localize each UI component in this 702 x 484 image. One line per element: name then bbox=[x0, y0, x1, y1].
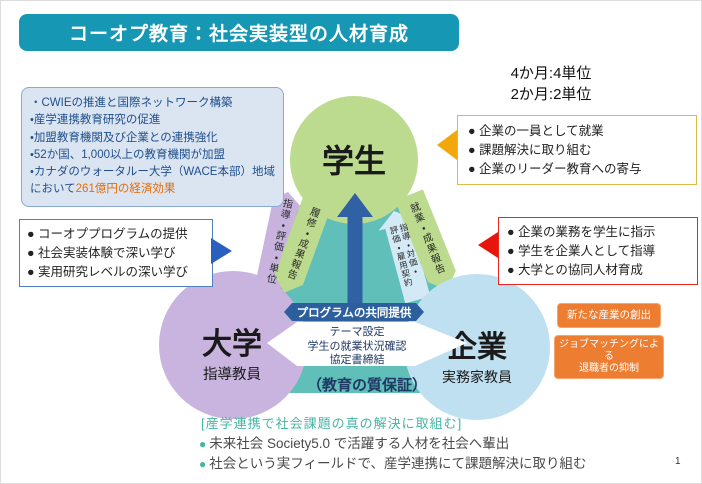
university-circle bbox=[159, 271, 307, 419]
university-offer-item: ● 社会実装体験で深い学び bbox=[27, 245, 176, 260]
credit-units-line2: 2か月:2単位 bbox=[510, 86, 592, 103]
page-title: コーオプ教育：社会実装型の人材育成 bbox=[19, 14, 459, 51]
credit-units-line1: 4か月:4単位 bbox=[510, 65, 592, 82]
economic-effect-highlight: 261億円の経済効果 bbox=[75, 183, 176, 196]
university-offer-item: ● 実用研究レベルの深い学び bbox=[27, 264, 189, 279]
cwie-info-box: ・CWIEの推進と国際ネットワーク構築 ・産学連携教育研究の促進 ・加盟教育機関… bbox=[21, 87, 284, 207]
university-offers-arrow-icon bbox=[211, 238, 232, 264]
credit-units: 4か月:4単位 2か月:2単位 bbox=[476, 63, 626, 105]
bullet-icon: ● bbox=[199, 457, 207, 471]
quality-label: （教育の質保証） bbox=[307, 376, 427, 394]
joint-program-pill bbox=[284, 303, 424, 321]
student-benefits-box: ● 企業の一員として就業 ● 課題解決に取り組む ● 企業のリーダー教育への寄与 bbox=[457, 115, 697, 186]
company-role-item: ● 企業の業務を学生に指示 bbox=[507, 225, 656, 239]
page-number: 1 bbox=[675, 456, 681, 467]
company-label: 企業 bbox=[447, 331, 507, 364]
ribbon-univ-to-student bbox=[254, 192, 305, 291]
joint-program-label: プログラムの共同提供 bbox=[297, 306, 412, 320]
student-benefit-item: ● 課題解決に取り組む bbox=[468, 142, 592, 157]
company-sublabel: 実務家教員 bbox=[442, 369, 512, 385]
info-line: ・カナダのウォータルー大学（WACE本部）地域において261億円の経済効果 bbox=[30, 166, 275, 196]
outcome-job-matching-line2: 退職者の抑制 bbox=[579, 363, 639, 374]
info-line: ・加盟教育機関及び企業との連携強化 bbox=[30, 131, 218, 144]
outcome-job-matching-line1: ジョブマッチングによる bbox=[559, 339, 659, 362]
agreement-band bbox=[267, 322, 467, 366]
agreement-line-1: テーマ設定 bbox=[330, 325, 385, 338]
student-benefit-item: ● 企業の一員として就業 bbox=[468, 124, 604, 138]
outcome-job-matching-box: ジョブマッチングによる 退職者の抑制 bbox=[554, 335, 664, 379]
university-label: 大学 bbox=[202, 327, 262, 361]
company-roles-arrow-icon bbox=[478, 232, 498, 258]
agreement-line-2: 学生の就業状況確認 bbox=[308, 339, 407, 353]
info-line: ・産学連携教育研究の促進 bbox=[30, 114, 161, 127]
university-offer-item: ● コーオププログラムの提供 bbox=[27, 227, 188, 241]
ribbon-company-to-student bbox=[378, 211, 431, 304]
ribbon-student-to-company bbox=[395, 189, 456, 290]
footer-item: ●未来社会 Society5.0 で活躍する人材を社会へ輩出 bbox=[199, 436, 510, 451]
university-offers-box: ● コーオププログラムの提供 ● 社会実装体験で深い学び ● 実用研究レベルの深… bbox=[19, 219, 213, 288]
company-circle bbox=[404, 274, 550, 420]
company-role-item: ● 大学との協同人材育成 bbox=[507, 262, 643, 277]
info-line: ・52か国、1,000以上の教育機関が加盟 bbox=[30, 148, 225, 161]
student-label: 学生 bbox=[322, 143, 386, 179]
joint-program-arrow bbox=[337, 193, 373, 309]
student-benefit-item: ● 企業のリーダー教育への寄与 bbox=[468, 161, 642, 176]
student-circle bbox=[290, 96, 418, 224]
company-role-item: ● 学生を企業人として指導 bbox=[507, 243, 656, 258]
company-roles-box: ● 企業の業務を学生に指示 ● 学生を企業人として指導 ● 大学との協同人材育成 bbox=[498, 217, 698, 286]
agreement-line-3: 協定書締結 bbox=[330, 352, 385, 366]
student-benefits-arrow-icon bbox=[437, 130, 457, 160]
outcome-new-industry-box: 新たな産業の創出 bbox=[557, 303, 661, 328]
bullet-icon: ● bbox=[199, 437, 207, 451]
ribbon-student-to-univ bbox=[274, 191, 334, 293]
university-sublabel: 指導教員 bbox=[203, 366, 261, 383]
info-line: ・CWIEの推進と国際ネットワーク構築 bbox=[30, 97, 233, 109]
footer-heading: [産学連携で社会課題の真の解決に取組む] bbox=[201, 416, 463, 431]
footer-item: ●社会という実フィールドで、産学連携にて課題解決に取り組む bbox=[199, 456, 587, 471]
